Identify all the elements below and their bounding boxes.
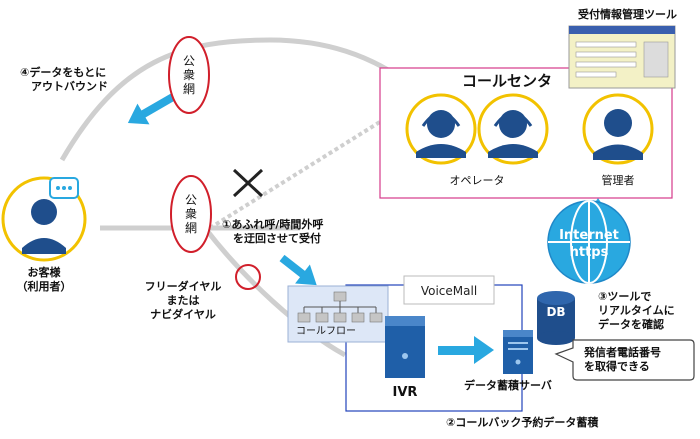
ivr-server-icon <box>385 316 425 378</box>
blocked-x-icon <box>232 168 264 198</box>
storage-server-label: データ蓄積サーバ <box>464 379 552 392</box>
operator-1-icon <box>405 93 477 165</box>
public-network-top-oval <box>168 36 210 114</box>
public-network-bottom-label: 公 衆 網 <box>184 193 197 235</box>
storage-server-icon <box>503 330 533 374</box>
callflow-label: コールフロー <box>296 326 356 337</box>
outbound-line <box>59 37 400 162</box>
realtime-note: ③ツールで リアルタイムに データを確認 <box>598 290 675 331</box>
manager-label: 管理者 <box>601 174 635 187</box>
db-label: DB <box>546 305 566 319</box>
overflow-note: ①あふれ呼/時間外呼 を迂回させて受付 <box>222 218 324 245</box>
db-icon <box>537 291 575 345</box>
ivr-to-server-arrow <box>438 336 494 364</box>
operator-2-icon <box>477 93 549 165</box>
customer-icon <box>1 176 87 262</box>
overflow-line <box>203 226 347 358</box>
call-center-title: コールセンタ <box>462 72 553 90</box>
outbound-arrow <box>127 93 175 125</box>
voicemall-brand: VoiceMall <box>420 284 478 298</box>
callflow-panel <box>287 285 389 343</box>
overflow-marker-icon <box>235 264 261 290</box>
public-network-bottom-oval <box>170 175 212 253</box>
callback-note: ②コールバック予約データ蓄積 <box>446 416 599 429</box>
ivr-label: IVR <box>392 385 418 400</box>
outbound-note: ④データをもとに アウトバウンド <box>20 66 108 93</box>
overflow-arrow <box>279 254 317 286</box>
internet-label-line2: https <box>569 245 609 260</box>
blocked-line <box>208 118 385 230</box>
internet-label-line1: Internet <box>559 228 619 243</box>
manager-icon <box>582 93 654 165</box>
freedial-note: フリーダイヤル または ナビダイヤル <box>144 280 222 321</box>
voicemall-logo-box <box>403 275 495 305</box>
customer-label: お客様 （利用者） <box>16 266 72 293</box>
internet-globe-icon <box>547 200 631 284</box>
operators-label: オペレータ <box>449 174 505 187</box>
caller-id-note: 発信者電話番号 を取得できる <box>584 346 661 373</box>
caller-id-callout <box>554 339 695 381</box>
tool-title: 受付情報管理ツール <box>578 8 677 21</box>
tool-window-icon <box>568 25 676 89</box>
public-network-top-label: 公 衆 網 <box>182 54 195 96</box>
